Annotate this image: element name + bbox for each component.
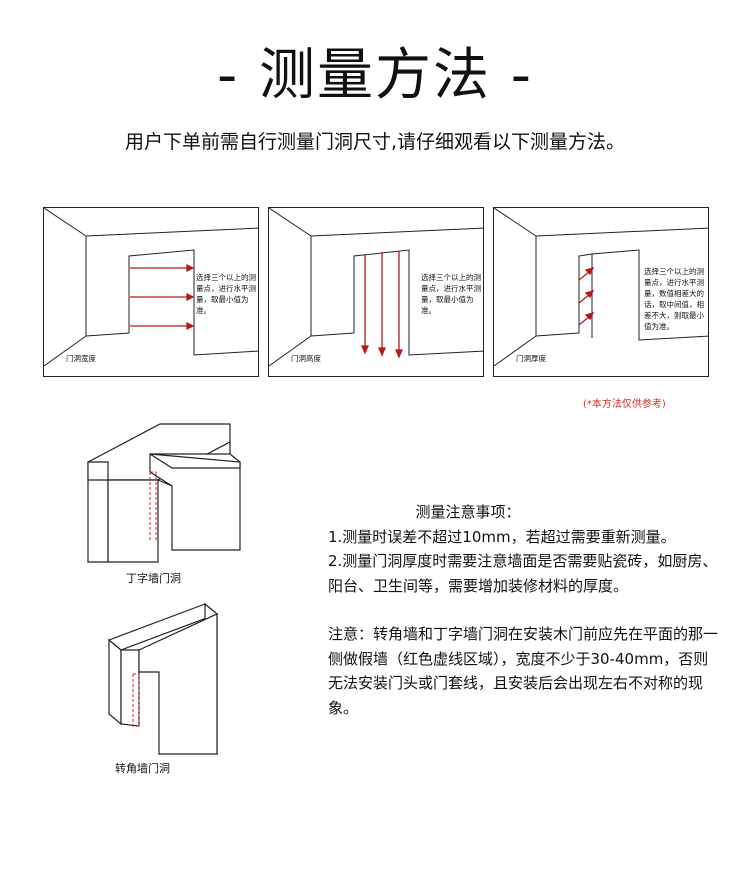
panel-door-width: 选择三个以上的测量点，进行水平测量，取最小值为准。 门洞宽度: [43, 207, 259, 377]
panel-note: 选择三个以上的测量点，进行水平测量，数值相差大的话，取中间值，相差不大，则取最小…: [644, 267, 704, 331]
panel-door-depth: 选择三个以上的测量点，进行水平测量，数值相差大的话，取中间值，相差不大，则取最小…: [493, 207, 709, 377]
room-sketch-depth: [494, 208, 708, 367]
install-warning: 注意：转角墙和丁字墙门洞在安装木门前应先在平面的那一侧做假墙（红色虚线区域），宽…: [328, 625, 719, 717]
page-subtitle: 用户下单前需自行测量门洞尺寸,请仔细观看以下测量方法。: [124, 131, 626, 153]
t-wall-caption: 丁字墙门洞: [126, 572, 181, 585]
notes-spacer: [328, 598, 723, 622]
disclaimer-text: (*本方法仅供参考): [583, 399, 666, 410]
room-sketch-width: [44, 208, 258, 367]
panel-note: 选择三个以上的测量点，进行水平测量，取最小值为准。: [196, 273, 256, 315]
panel-caption: 门洞宽度: [66, 354, 96, 363]
page-title: - 测量方法 -: [216, 43, 533, 108]
t-wall-diagram: [87, 423, 241, 563]
panel-caption: 门洞厚度: [516, 354, 546, 363]
panel-door-height: 选择三个以上的测量点，进行水平测量，取最小值为准。 门洞高度: [268, 207, 484, 377]
note-item-2: 2.测量门洞厚度时需要注意墙面是否需要贴瓷砖，如厨房、阳台、卫生间等，需要增加装…: [328, 552, 718, 595]
panel-note: 选择三个以上的测量点，进行水平测量，取最小值为准。: [421, 273, 481, 315]
note-item-1: 1.测量时误差不超过10mm，若超过需要重新测量。: [328, 527, 676, 546]
corner-wall-caption: 转角墙门洞: [115, 762, 170, 775]
room-sketch-height: [269, 208, 483, 367]
panel-caption: 门洞高度: [291, 354, 321, 363]
corner-wall-diagram: [107, 602, 219, 756]
notes-title: 测量注意事项：: [415, 503, 521, 521]
measurement-notes: 测量注意事项： 1.测量时误差不超过10mm，若超过需要重新测量。 2.测量门洞…: [328, 500, 723, 720]
